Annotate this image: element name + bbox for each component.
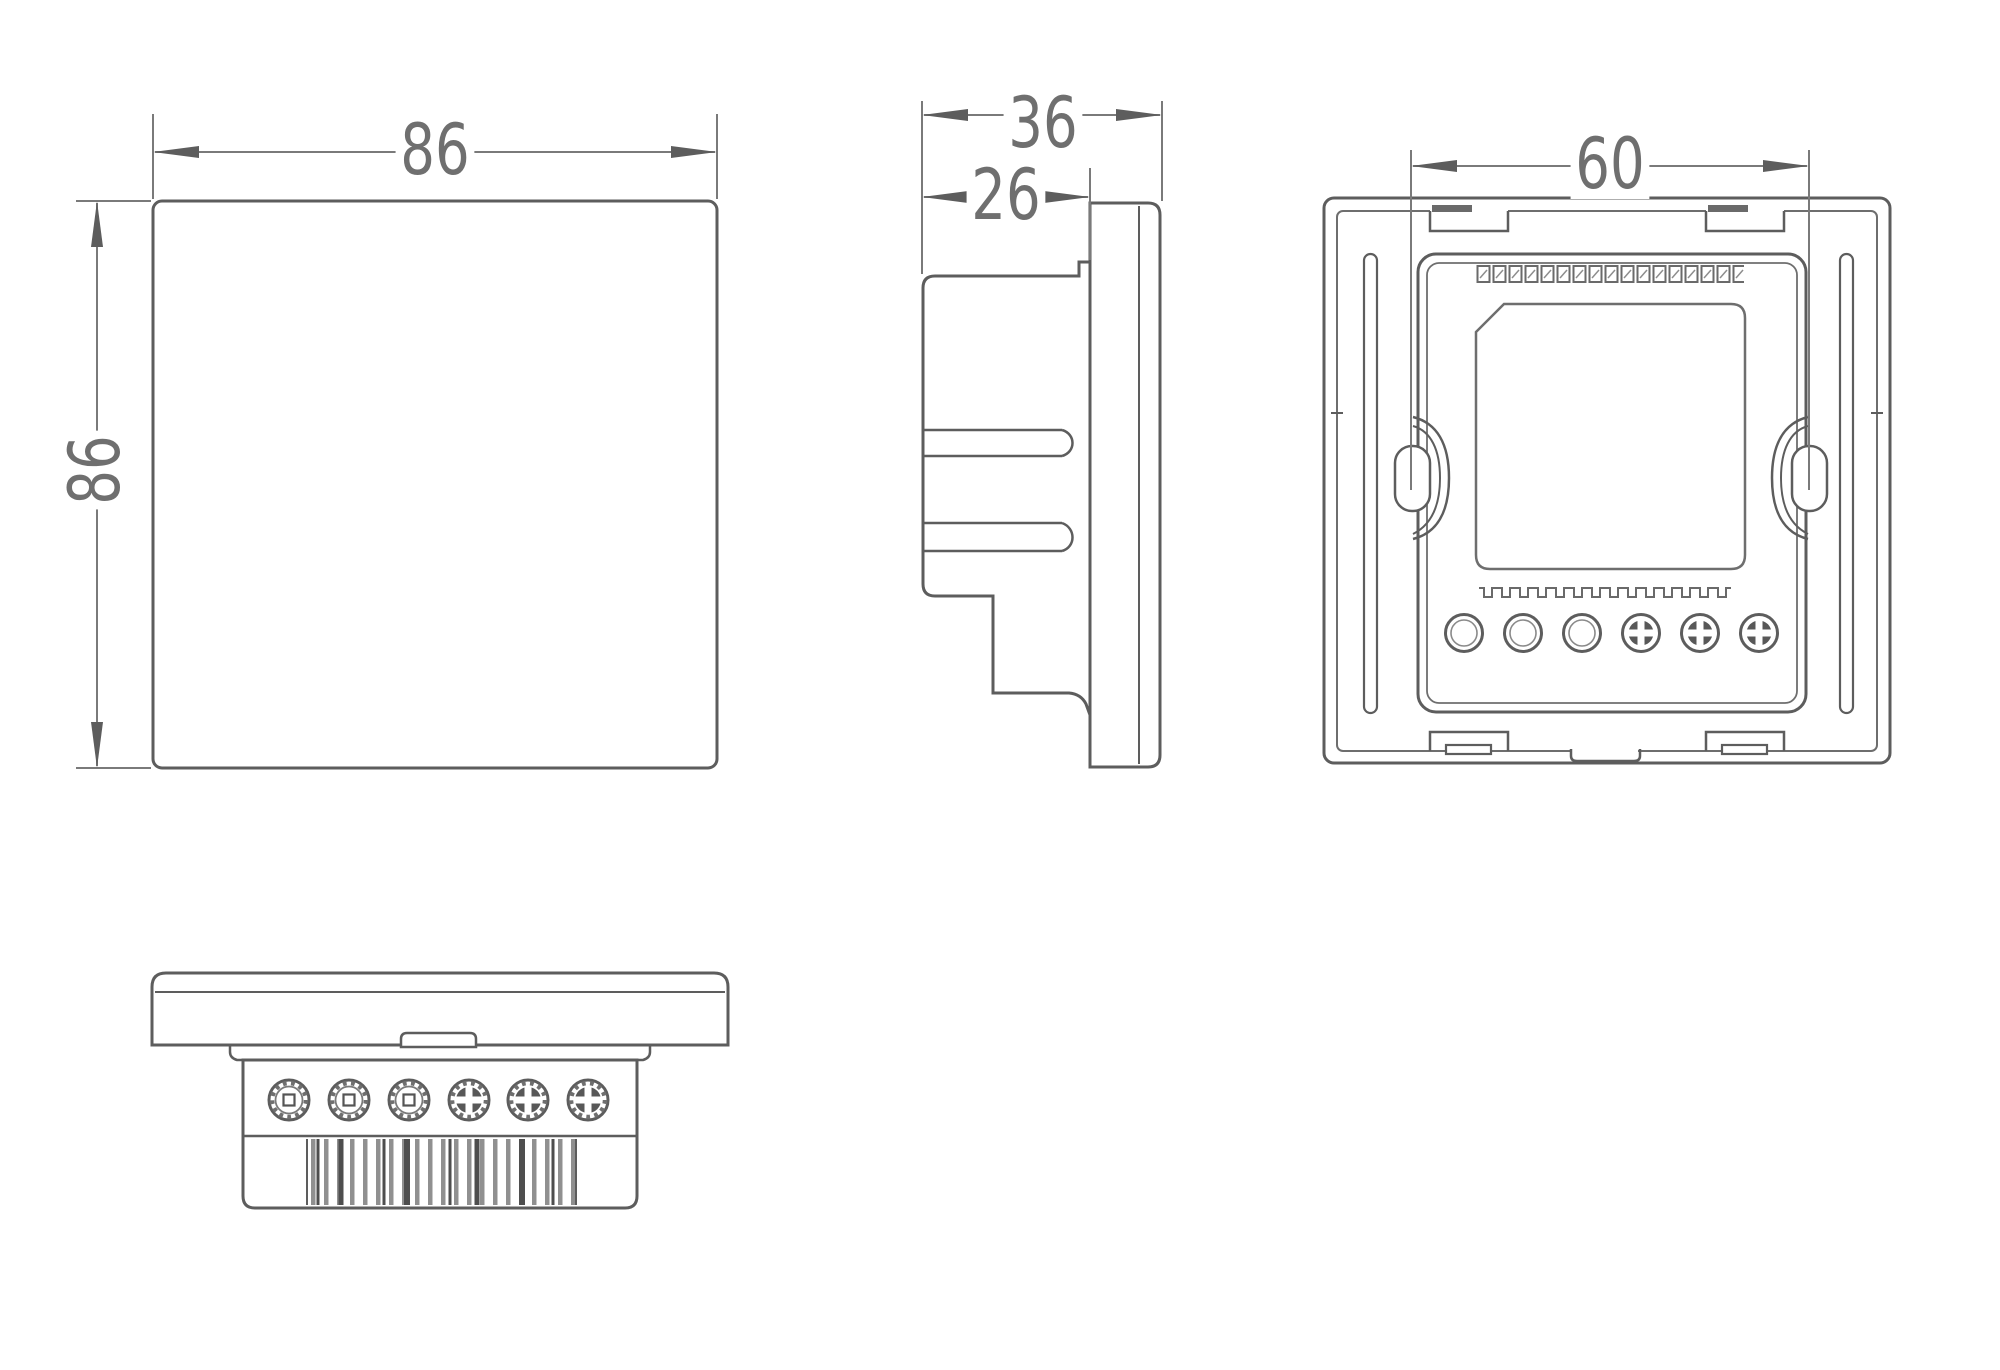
terminal-screw-clamp: [387, 1078, 431, 1122]
terminal-screw-phillips: [566, 1078, 610, 1122]
keyhole-slot-left: [1393, 444, 1432, 513]
side-rear-box-outline: [921, 260, 1092, 716]
side-terminal-lines: [923, 428, 1074, 553]
back-terminal-screws: [1444, 613, 1779, 653]
side-dimension-arrows: [922, 109, 1162, 203]
back-dimension-arrows: [1411, 160, 1809, 172]
back-view: [1322, 150, 1892, 765]
bottom-clip-tab: [399, 1031, 478, 1049]
terminal-screw-clamp: [267, 1078, 311, 1122]
back-hole-spacing-dimension-label: 60: [1570, 129, 1650, 199]
back-top-notch-right: [1704, 204, 1786, 233]
side-view: [921, 101, 1163, 769]
back-extension-lines: [1410, 150, 1810, 490]
back-lcd-window: [1474, 302, 1747, 571]
side-extension-lines: [921, 101, 1163, 274]
side-box-depth-dimension-label: 26: [966, 160, 1046, 230]
back-bottom-center-tab: [1569, 748, 1642, 763]
terminal-screw-clamp: [327, 1078, 371, 1122]
bottom-connector-comb: [306, 1139, 577, 1205]
back-top-notch-left: [1428, 204, 1510, 233]
side-front-panel-outline: [1088, 201, 1162, 769]
side-total-depth-dimension-label: 36: [1003, 88, 1083, 158]
terminal-screw-phillips: [1680, 613, 1720, 653]
terminal-screw-phillips: [447, 1078, 491, 1122]
terminal-screw-phillips: [506, 1078, 550, 1122]
back-sawtooth-row: [1479, 587, 1731, 598]
bottom-step-right: [637, 1045, 652, 1062]
front-extension-lines: [76, 114, 718, 769]
terminal-screw-phillips: [1739, 613, 1779, 653]
front-width-dimension-label: 86: [395, 115, 475, 185]
terminal-hole: [1562, 613, 1602, 653]
back-connector-pin-row: [1476, 265, 1744, 284]
terminal-screw-phillips: [1621, 613, 1661, 653]
front-panel-outline: [151, 199, 719, 770]
terminal-hole: [1444, 613, 1484, 653]
back-bottom-notch-right: [1704, 730, 1786, 756]
back-bottom-notch-left: [1428, 730, 1510, 756]
keyhole-bracket-left: [1412, 415, 1451, 541]
terminal-hole: [1503, 613, 1543, 653]
keyhole-bracket-right: [1770, 415, 1809, 541]
front-view: [76, 114, 719, 770]
bottom-step-left: [228, 1045, 243, 1062]
back-slot-right: [1838, 252, 1855, 715]
back-slot-left: [1362, 252, 1379, 715]
bottom-view: [150, 971, 730, 1210]
bottom-terminal-screws: [267, 1078, 610, 1122]
front-dimension-arrows: [91, 146, 717, 768]
front-height-dimension-label: 86: [54, 430, 136, 510]
